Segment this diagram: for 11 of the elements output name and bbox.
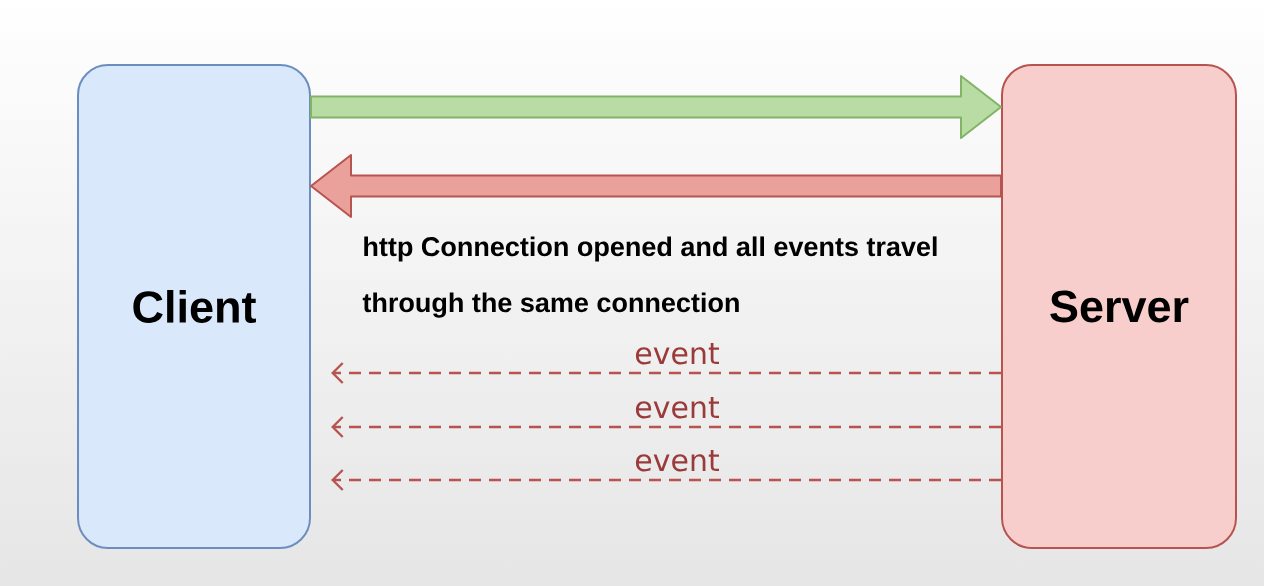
dashed-arrow xyxy=(331,416,1001,438)
edge-label: event xyxy=(635,342,719,365)
dashed-arrow xyxy=(331,469,1001,491)
dashed-arrow xyxy=(331,362,1001,384)
edge-label: event xyxy=(635,396,719,419)
description-text: http Connection opened and all events travel through the same connection xyxy=(362,236,937,318)
edge-label: event xyxy=(635,449,719,472)
block-arrow xyxy=(310,75,1002,139)
rounded-box: Server xyxy=(1001,64,1237,549)
rounded-box: Client xyxy=(77,64,311,549)
block-arrow xyxy=(310,154,1002,218)
